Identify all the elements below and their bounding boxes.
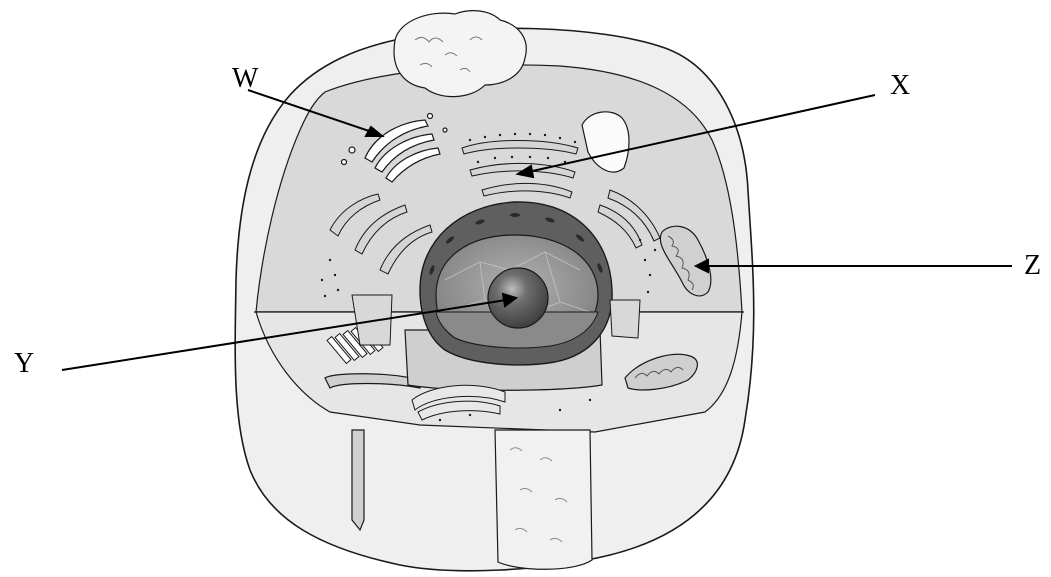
label-z: Z [1024,252,1041,280]
membrane-fold-right [610,300,640,338]
label-y: Y [14,350,34,378]
nucleolus [488,268,548,328]
label-w: W [232,65,258,93]
cell-wall-texture-bottom [495,430,592,569]
label-x: X [890,72,910,100]
plasmodesma-channel [352,430,364,530]
